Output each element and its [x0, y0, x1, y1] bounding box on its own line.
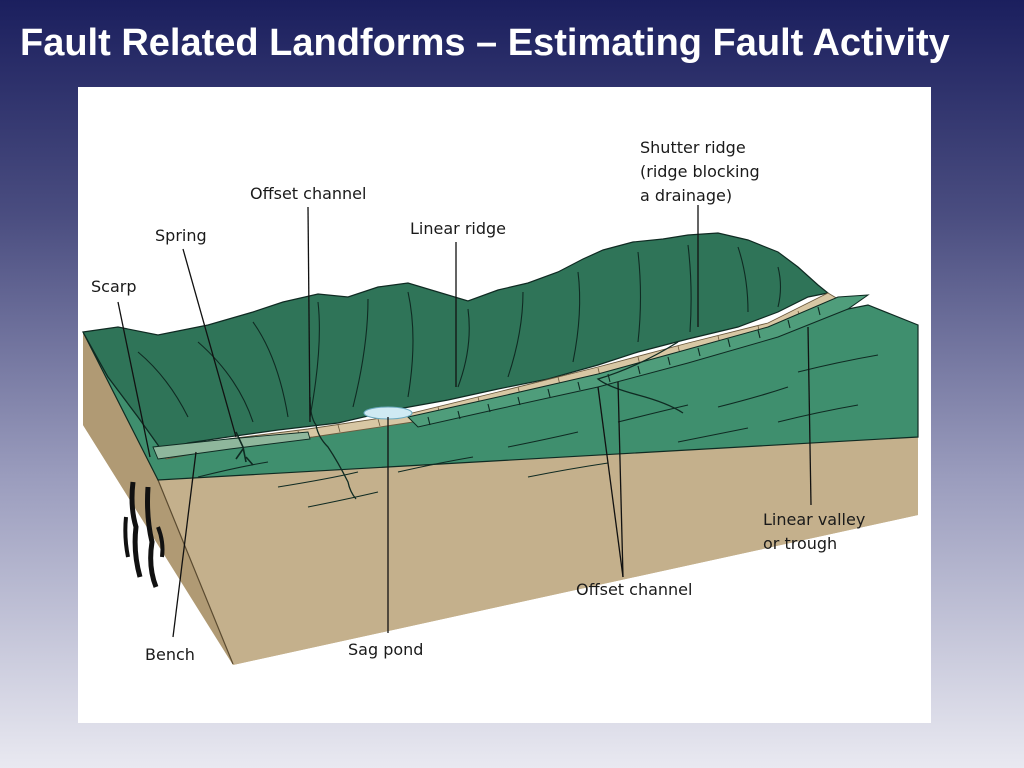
fault-block-diagram: Offset channel Spring Scarp Linear ridge… — [82, 138, 919, 665]
block-left-side — [83, 332, 233, 665]
hill-drainage-lines — [137, 244, 782, 423]
label-bench: Bench — [145, 645, 195, 664]
bench — [152, 431, 311, 460]
leader-linear-valley — [807, 326, 812, 506]
plain-texture — [197, 354, 879, 508]
label-linear-ridge: Linear ridge — [410, 219, 506, 238]
label-sag-pond: Sag pond — [348, 640, 423, 659]
label-shutter-ridge-line1: Shutter ridge — [640, 138, 746, 157]
spring-channel — [235, 431, 254, 466]
label-scarp: Scarp — [91, 277, 137, 296]
label-linear-valley-line1: Linear valley — [763, 510, 865, 529]
diagram-panel: Offset channel Spring Scarp Linear ridge… — [78, 87, 931, 723]
label-offset-channel-upper: Offset channel — [250, 184, 366, 203]
label-spring: Spring — [155, 226, 207, 245]
label-offset-channel-lower: Offset channel — [576, 580, 692, 599]
offset-channel-upper-trace — [309, 396, 357, 500]
label-linear-valley-line2: or trough — [763, 534, 837, 553]
leader-offset-channel-upper — [307, 206, 311, 423]
block-front-face-main — [158, 437, 918, 665]
linear-ridge — [407, 294, 870, 428]
leader-bench — [172, 451, 197, 638]
leader-offset-channel-lower-a — [597, 386, 624, 578]
slide-title: Fault Related Landforms – Estimating Fau… — [20, 22, 950, 64]
leader-scarp — [117, 301, 151, 458]
leader-spring — [182, 248, 237, 438]
label-shutter-ridge-line2: (ridge blocking — [640, 162, 760, 181]
offset-channel-lower-trace — [596, 341, 684, 414]
linear-ridge-hatching — [427, 306, 821, 426]
leader-lines — [117, 205, 812, 638]
label-shutter-ridge-line3: a drainage) — [640, 186, 732, 205]
leader-offset-channel-lower-b — [617, 381, 624, 578]
scarp-fissures — [123, 481, 165, 588]
